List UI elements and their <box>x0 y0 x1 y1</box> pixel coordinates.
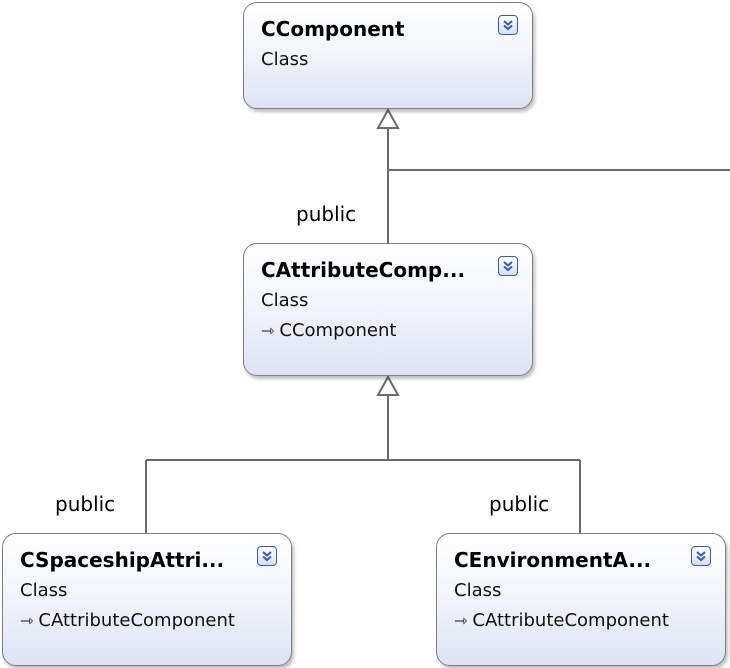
inherits-arrow-icon: ⇾ <box>20 611 34 630</box>
double-chevron-down-icon <box>503 20 513 31</box>
inherits-arrow-icon: ⇾ <box>261 321 275 340</box>
class-kind: Class <box>454 580 502 601</box>
base-class-row: ⇾CAttributeComponent <box>20 606 291 636</box>
base-class-name: CAttributeComponent <box>38 610 235 631</box>
base-class-name: CAttributeComponent <box>472 610 669 631</box>
base-class-row: ⇾CComponent <box>261 316 532 346</box>
class-kind: Class <box>261 49 309 70</box>
collapse-toggle-button[interactable] <box>498 15 518 35</box>
inheritance-arrow-attribute <box>376 374 400 396</box>
inherits-arrow-icon: ⇾ <box>454 611 468 630</box>
collapse-toggle-button[interactable] <box>691 546 711 566</box>
double-chevron-down-icon <box>503 261 513 272</box>
base-class-row: ⇾CAttributeComponent <box>454 606 725 636</box>
class-box-cspaceshipattribute[interactable]: CSpaceshipAttri... Class ⇾CAttributeComp… <box>2 533 292 666</box>
base-class-name: CComponent <box>279 320 397 341</box>
double-chevron-down-icon <box>696 551 706 562</box>
class-kind: Class <box>261 290 309 311</box>
collapse-toggle-button[interactable] <box>257 546 277 566</box>
class-box-ccomponent[interactable]: CComponent Class <box>243 2 533 109</box>
collapse-toggle-button[interactable] <box>498 256 518 276</box>
class-name: CSpaceshipAttri... <box>20 548 225 572</box>
class-box-cattributecomponent[interactable]: CAttributeComp... Class ⇾CComponent <box>243 243 533 376</box>
relation-label-public: public <box>296 202 357 226</box>
class-name: CComponent <box>261 17 405 41</box>
double-chevron-down-icon <box>262 551 272 562</box>
class-name: CEnvironmentA... <box>454 548 652 572</box>
inheritance-arrow-component <box>376 107 400 129</box>
class-kind: Class <box>20 580 68 601</box>
relation-label-public: public <box>55 492 116 516</box>
class-name: CAttributeComp... <box>261 258 466 282</box>
relation-label-public: public <box>489 492 550 516</box>
class-box-cenvironmentattribute[interactable]: CEnvironmentA... Class ⇾CAttributeCompon… <box>436 533 726 666</box>
